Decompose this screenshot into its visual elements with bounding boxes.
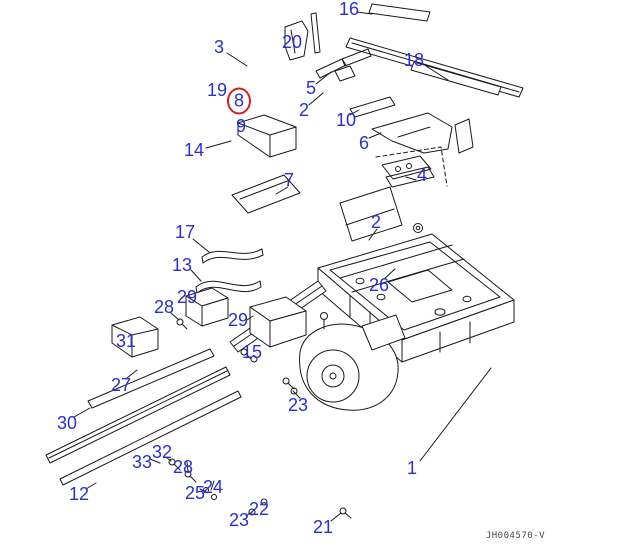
part-callout-23[interactable]: 23	[287, 395, 309, 415]
part-callout-24[interactable]: 24	[202, 477, 224, 497]
part-callout-33[interactable]: 33	[131, 452, 153, 472]
part-callout-8[interactable]: 8	[226, 87, 252, 115]
part-callout-17[interactable]: 17	[174, 222, 196, 242]
part-callout-12[interactable]: 12	[68, 484, 90, 504]
part-callout-15[interactable]: 15	[241, 342, 263, 362]
part-callout-9[interactable]: 9	[235, 116, 247, 136]
center-bracket-part2	[339, 186, 423, 242]
part-callout-32[interactable]: 32	[151, 442, 173, 462]
part-callout-31[interactable]: 31	[115, 331, 137, 351]
mount-plate-part4	[375, 146, 448, 188]
part-callout-2[interactable]: 2	[298, 100, 310, 120]
blower-assembly	[299, 314, 406, 411]
hoses	[195, 248, 264, 294]
part-callout-18[interactable]: 18	[403, 50, 425, 70]
part-callout-28[interactable]: 28	[172, 457, 194, 477]
part-callout-20[interactable]: 20	[281, 32, 303, 52]
upper-brackets	[284, 12, 474, 154]
part-callout-30[interactable]: 30	[56, 413, 78, 433]
part-callout-3[interactable]: 3	[213, 37, 225, 57]
part-callout-2[interactable]: 2	[370, 212, 382, 232]
part-callout-23[interactable]: 23	[228, 510, 250, 530]
part-callout-4[interactable]: 4	[416, 165, 428, 185]
leader-lines	[73, 11, 492, 522]
part-callout-16[interactable]: 16	[338, 0, 360, 19]
part-callout-5[interactable]: 5	[305, 78, 317, 98]
long-trim-strips	[45, 348, 242, 486]
part-callout-29[interactable]: 29	[176, 287, 198, 307]
part-callout-14[interactable]: 14	[183, 140, 205, 160]
part-callout-22[interactable]: 22	[248, 499, 270, 519]
fasteners	[168, 312, 352, 519]
part-callout-13[interactable]: 13	[171, 255, 193, 275]
part-callout-10[interactable]: 10	[335, 110, 357, 130]
part-callout-26[interactable]: 26	[368, 275, 390, 295]
part-callout-27[interactable]: 27	[110, 375, 132, 395]
part-callout-6[interactable]: 6	[358, 133, 370, 153]
mount-blocks	[111, 287, 307, 358]
part-callout-1[interactable]: 1	[406, 458, 418, 478]
part-callout-7[interactable]: 7	[283, 170, 295, 190]
drawing-number-watermark: JH004570-V	[485, 531, 545, 541]
part-callout-25[interactable]: 25	[184, 483, 206, 503]
part-callout-19[interactable]: 19	[206, 80, 228, 100]
part-callout-28[interactable]: 28	[153, 297, 175, 317]
part-callout-21[interactable]: 21	[312, 517, 334, 537]
left-brackets	[231, 114, 301, 214]
part-callout-29[interactable]: 29	[227, 310, 249, 330]
